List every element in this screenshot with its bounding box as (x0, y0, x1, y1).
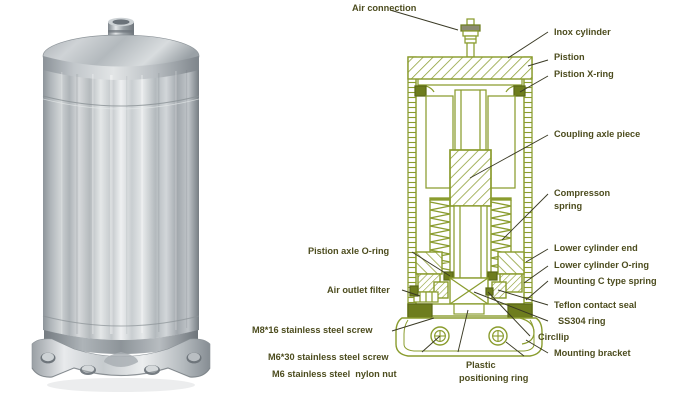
photo-mounting-bracket (31, 338, 211, 378)
label-m8-screw: M8*16 stainless steel screw (252, 325, 373, 335)
diagram-mounting-c-spring-right (507, 303, 533, 319)
diagram-lower-cylinder-end-right (497, 251, 525, 275)
label-plastic-ring-line2: positioning ring (459, 373, 529, 383)
diagram-pistion-x-ring-right (513, 85, 526, 97)
label-pistion-axle-o-ring: Pistion axle O-ring (308, 246, 390, 256)
label-compresson-spring-line1: Compresson (554, 188, 611, 198)
diagram-air-outlet-filter (409, 285, 439, 303)
label-pistion: Pistion (554, 52, 585, 62)
label-m6-screw: M6*30 stainless steel screw (268, 352, 389, 362)
cross-section-diagram: Inox cylinder Pistion Pistion X-ring Cou… (262, 0, 700, 400)
label-inox-cylinder: Inox cylinder (554, 27, 611, 37)
diagram-pistion-head (407, 56, 533, 80)
diagram-plastic-positioning-ring (453, 303, 485, 315)
label-compresson-spring-line2: spring (554, 201, 583, 211)
diagram-pistion-axle-oring-left (443, 271, 454, 281)
label-ss304-ring: SS304 ring (558, 316, 606, 326)
label-mounting-c-type-spring: Mounting C type spring (554, 276, 657, 286)
photo-brushed-streaks (61, 70, 188, 334)
label-m6-nylon-nut: M6 stainless steel nylon nut (272, 369, 397, 379)
diagram-circlip (485, 287, 494, 296)
label-lower-cylinder-end: Lower cylinder end (554, 243, 638, 253)
diagram-mounting-bracket (395, 317, 543, 357)
diagram-pistion-x-ring-left (414, 85, 427, 97)
leader-lines (389, 9, 549, 357)
diagram-ss304-ring (449, 277, 489, 305)
label-pistion-x-ring: Pistion X-ring (554, 69, 614, 79)
label-circllip: Circllip (538, 332, 570, 342)
label-plastic-ring-line1: Plastic (466, 360, 496, 370)
diagram-air-connection (460, 18, 481, 58)
diagram-axle-lower (453, 205, 488, 279)
diagram-mounting-c-spring-left (407, 303, 433, 319)
label-lower-cylinder-o-ring: Lower cylinder O-ring (554, 260, 649, 270)
stainless-steel-cylinder-photo (0, 0, 262, 400)
diagram-compression-spring-right (490, 197, 512, 272)
photo-cylinder-body (43, 70, 199, 340)
label-coupling-axle-piece: Coupling axle piece (554, 129, 641, 139)
label-air-outlet-filter: Air outlet filter (327, 285, 390, 295)
label-teflon-contact-seal: Teflon contact seal (554, 300, 637, 310)
diagram-chamber-left (425, 95, 454, 189)
photo-base-ring (44, 330, 198, 354)
diagram-chamber-right (487, 95, 516, 189)
diagram-pistion-axle-oring-right (487, 271, 498, 281)
label-mounting-bracket: Mounting bracket (554, 348, 631, 358)
label-air-connection: Air connection (352, 3, 417, 13)
